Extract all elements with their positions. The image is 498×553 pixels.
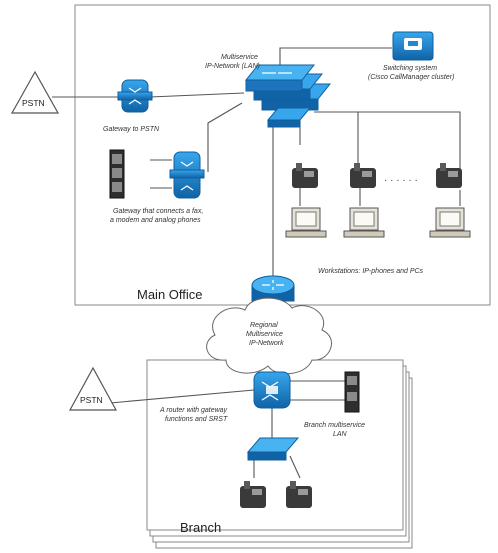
regional-network-cloud [206, 297, 332, 375]
pc-icon [429, 207, 471, 238]
more-devices-dots: · · · · · · [384, 175, 418, 186]
regional-label-line3: IP-Network [249, 340, 284, 347]
gateway-fax-label-line2: a modem and analog phones [110, 217, 201, 224]
lan-label-line1: Multiservice [221, 54, 258, 61]
ip-phone-icon [286, 481, 312, 508]
regional-label-line1: Regional [250, 322, 278, 329]
ip-phone-icon [292, 163, 318, 188]
gateway-fax-label-line1: Gateway that connects a fax, [113, 208, 203, 215]
gateway-pstn-label: Gateway to PSTN [103, 126, 160, 133]
pc-icon [285, 207, 327, 238]
branch-switch-icon [246, 437, 300, 461]
lan-label-line2: IP-Network (LAN) [205, 63, 260, 70]
switching-label-line2: (Cisco CallManager cluster) [368, 74, 454, 81]
pstn-main-label: PSTN [22, 98, 45, 108]
pstn-main-icon: PSTN [10, 70, 60, 114]
ip-phone-icon [240, 481, 266, 508]
branch-router-icon [253, 371, 291, 409]
switching-label-line1: Switching system [383, 65, 437, 72]
ip-phone-icon [436, 163, 462, 188]
branch-analog-device-icon [344, 371, 360, 413]
ip-phone-icon [350, 163, 376, 188]
edge-router-icon [251, 275, 295, 302]
router-label-line1: A router with gateway [159, 407, 228, 414]
main-office-title: Main Office [137, 287, 203, 302]
pstn-branch-label: PSTN [80, 395, 103, 405]
gateway-pstn-icon [117, 79, 153, 113]
router-label-line2: functions and SRST [165, 416, 228, 423]
lan-switch-stack-icon [244, 64, 332, 128]
branch-lan-label-line2: LAN [333, 431, 348, 438]
gateway-fax-icon [169, 151, 205, 199]
workstations-label: Workstations: IP-phones and PCs [318, 268, 424, 275]
branch-lan-label-line1: Branch multiservice [304, 422, 365, 429]
regional-label-line2: Multiservice [246, 331, 283, 338]
pstn-branch-icon: PSTN [68, 366, 118, 411]
pc-icon [343, 207, 385, 238]
callmanager-icon [392, 31, 434, 61]
branch-title: Branch [180, 520, 221, 535]
fax-modem-phone-icon [109, 149, 125, 199]
